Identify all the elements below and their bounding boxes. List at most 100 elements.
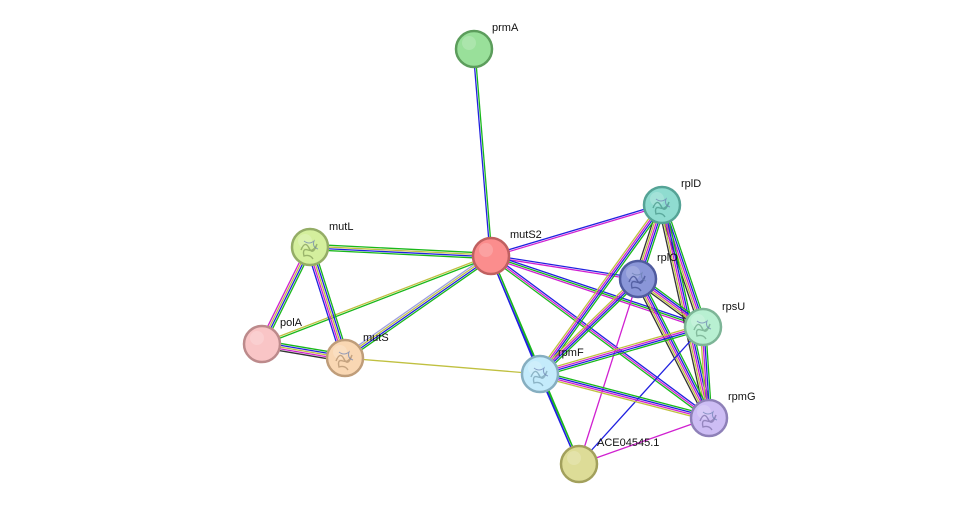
node-polA[interactable]: polA xyxy=(242,317,303,364)
edge-evidence-line xyxy=(345,256,492,360)
edge-rplO-ACE04545.1[interactable] xyxy=(578,278,639,465)
edge-evidence-line xyxy=(261,254,491,344)
node-ACE04545.1[interactable]: ACE04545.1 xyxy=(559,437,659,484)
edge-evidence-line xyxy=(537,276,637,373)
node-circle[interactable] xyxy=(559,444,599,484)
node-highlight xyxy=(333,345,347,359)
node-label: mutL xyxy=(329,221,353,233)
node-label: rpsU xyxy=(722,301,745,313)
node-mutS[interactable]: mutS xyxy=(325,332,389,378)
node-circle[interactable] xyxy=(454,29,494,69)
protein-structure-icon xyxy=(693,319,712,340)
protein-structure-icon xyxy=(335,350,354,371)
node-mutS2[interactable]: mutS2 xyxy=(471,229,542,276)
edge-evidence-line xyxy=(538,277,638,374)
edge-evidence-line xyxy=(310,243,492,254)
node-rpmG[interactable]: rpmG xyxy=(689,391,756,438)
edge-evidence-line xyxy=(537,203,661,373)
edge-mutS2-rplD[interactable] xyxy=(490,203,663,258)
protein-structure-icon xyxy=(699,410,718,431)
edge-evidence-line xyxy=(635,279,708,420)
node-circle[interactable] xyxy=(325,338,365,378)
node-rpmF[interactable]: rpmF xyxy=(520,347,584,394)
edge-evidence-line xyxy=(309,249,491,260)
edge-rpmG-ACE04545.1[interactable] xyxy=(578,417,710,465)
edge-evidence-line xyxy=(539,325,703,374)
node-rplO[interactable]: rplO xyxy=(618,252,678,299)
edge-evidence-line xyxy=(305,247,343,360)
node-circle[interactable] xyxy=(242,324,282,364)
node-rplD[interactable]: rplD xyxy=(642,178,701,225)
protein-structure-icon xyxy=(530,366,549,387)
node-rpsU[interactable]: rpsU xyxy=(683,301,745,347)
edge-evidence-line xyxy=(307,247,344,359)
edge-evidence-line xyxy=(309,246,346,359)
edge-rplO-rpmG[interactable] xyxy=(634,277,713,420)
edge-rpsU-rpmF[interactable] xyxy=(539,323,704,378)
edge-evidence-line xyxy=(472,49,491,257)
edge-evidence-line xyxy=(578,278,639,465)
edge-evidence-line xyxy=(541,206,665,376)
edge-evidence-line xyxy=(664,204,714,418)
node-highlight xyxy=(691,314,705,328)
node-circle[interactable] xyxy=(471,236,511,276)
edge-evidence-line xyxy=(541,280,641,377)
node-label: rpmG xyxy=(728,391,756,403)
node-highlight xyxy=(250,331,264,345)
node-circle[interactable] xyxy=(642,185,682,225)
edge-evidence-line xyxy=(491,205,663,258)
node-circle[interactable] xyxy=(618,259,658,299)
node-highlight xyxy=(298,234,312,248)
node-highlight xyxy=(650,192,664,206)
node-highlight xyxy=(462,36,476,50)
node-label: rplO xyxy=(657,252,678,264)
node-circle[interactable] xyxy=(689,398,729,438)
edge-mutS-rpmF[interactable] xyxy=(344,357,541,375)
edge-evidence-line xyxy=(344,357,541,375)
node-circle[interactable] xyxy=(520,354,560,394)
edge-mutS2-rpmG[interactable] xyxy=(489,254,711,420)
edge-evidence-line xyxy=(540,372,710,418)
edge-evidence-line xyxy=(640,277,713,417)
node-label: polA xyxy=(280,317,303,329)
edge-rplD-rpmF[interactable] xyxy=(537,203,665,376)
edge-evidence-line xyxy=(490,203,662,256)
edge-evidence-line xyxy=(539,374,709,420)
edge-evidence-line xyxy=(474,48,493,256)
node-highlight xyxy=(567,451,581,465)
edge-rpmF-rpmG[interactable] xyxy=(539,370,710,422)
edge-evidence-line xyxy=(578,326,704,465)
edge-evidence-line xyxy=(344,254,491,358)
node-highlight xyxy=(697,405,711,419)
protein-structure-icon xyxy=(300,239,319,260)
node-label: rpmF xyxy=(558,347,584,359)
edge-mutL-mutS[interactable] xyxy=(305,245,350,360)
edge-prmA-mutS2[interactable] xyxy=(472,48,493,257)
node-highlight xyxy=(626,266,640,280)
edge-evidence-line xyxy=(540,370,710,417)
edge-mutS2-mutL[interactable] xyxy=(309,243,492,260)
edge-mutS2-mutS[interactable] xyxy=(343,253,493,361)
edge-evidence-line xyxy=(540,328,704,378)
edge-evidence-line xyxy=(634,280,707,420)
edge-evidence-line xyxy=(343,253,490,357)
edge-evidence-line xyxy=(539,375,709,422)
edge-evidence-line xyxy=(490,255,710,419)
node-prmA[interactable]: prmA xyxy=(454,22,519,69)
node-label: rplD xyxy=(681,178,701,190)
edge-evidence-line xyxy=(262,256,492,346)
protein-structure-icon xyxy=(652,197,671,218)
edge-evidence-line xyxy=(637,278,710,419)
node-label: mutS2 xyxy=(510,229,542,241)
node-circle[interactable] xyxy=(683,307,723,347)
edge-evidence-line xyxy=(659,205,708,419)
node-mutL[interactable]: mutL xyxy=(290,221,353,267)
edge-mutS2-polA[interactable] xyxy=(261,254,492,346)
edge-evidence-line xyxy=(540,205,664,375)
edge-rplO-rpmF[interactable] xyxy=(537,276,641,377)
node-highlight xyxy=(479,243,493,257)
node-circle[interactable] xyxy=(290,227,330,267)
nodes-layer: prmA mutS2 mutL polA mutS rplD rplO rpsU rpmF rpm… xyxy=(242,22,756,484)
edge-rpsU-ACE04545.1[interactable] xyxy=(578,326,704,465)
